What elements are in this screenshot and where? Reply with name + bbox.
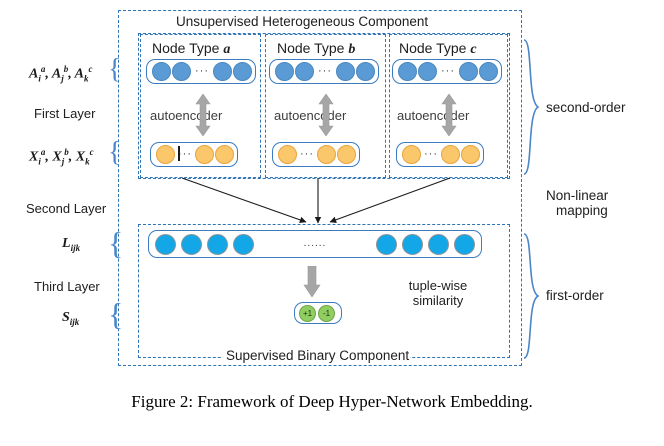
row-ellipsis: ···	[300, 148, 314, 160]
node-type-c-hidden-row: ···	[396, 142, 484, 167]
hidden-circle	[317, 145, 336, 164]
label-x-symbols: Xia, Xjb, Xkc	[29, 147, 94, 167]
tuple-wise-similarity-label: tuple-wise similarity	[398, 278, 478, 308]
label-first-layer: First Layer	[34, 106, 96, 121]
node-circle	[336, 62, 355, 81]
label-second-order: second-order	[546, 100, 626, 115]
nonlinear-mapping-arrows	[181, 177, 451, 224]
row-ellipsis: ···	[318, 65, 332, 77]
node-type-a-autoencoder-label: autoencoder	[150, 108, 223, 123]
embedding-circle	[454, 233, 475, 255]
label-non-linear-line2: mapping	[556, 203, 608, 218]
node-type-a-title-symbol: a	[223, 42, 231, 57]
node-type-a-title-prefix: Node Type	[152, 40, 220, 56]
node-type-a-input-row: ···	[146, 59, 256, 84]
node-type-b-hidden-row: ···	[272, 142, 360, 167]
tuple-wise-similarity-line1: tuple-wise	[408, 278, 468, 293]
node-type-c-input-row: ···	[392, 59, 502, 84]
supervised-label-backing	[222, 349, 410, 365]
embedding-circle	[428, 233, 449, 255]
node-circle	[152, 62, 171, 81]
hidden-circle	[337, 145, 356, 164]
hidden-circle	[461, 145, 480, 164]
figure-caption: Figure 2: Framework of Deep Hyper-Networ…	[131, 392, 533, 411]
brace-x-symbols: {	[108, 137, 122, 168]
node-circle	[398, 62, 417, 81]
node-type-a-title: Node Type a	[152, 40, 230, 58]
hidden-row-a-tick	[178, 146, 180, 161]
node-type-b-autoencoder-label: autoencoder	[274, 108, 347, 123]
label-non-linear-mapping: Non-linear mapping	[546, 188, 608, 218]
node-type-c-title-prefix: Node Type	[399, 40, 467, 56]
unsupervised-region	[138, 33, 510, 179]
brace-l-symbol: {	[108, 225, 124, 261]
autoencoder-double-arrow-a	[195, 94, 211, 136]
brace-second-order	[523, 39, 540, 175]
label-second-layer: Second Layer	[26, 201, 107, 216]
embedding-circle	[181, 233, 202, 255]
node-circle	[356, 62, 375, 81]
output-label-positive: +1	[299, 304, 316, 322]
node-circle	[213, 62, 232, 81]
brace-first-order	[523, 233, 540, 359]
node-type-b-panel	[265, 34, 386, 178]
node-type-b-title-prefix: Node Type	[277, 40, 345, 56]
embedding-row: ......	[148, 230, 482, 258]
outer-dashed-frame	[118, 10, 522, 366]
node-circle	[479, 62, 498, 81]
node-circle	[295, 62, 314, 81]
node-circle	[418, 62, 437, 81]
output-label-negative: -1	[318, 304, 335, 322]
node-circle	[275, 62, 294, 81]
tuple-wise-similarity-line2: similarity	[412, 293, 464, 308]
label-third-layer: Third Layer	[34, 279, 100, 294]
node-circle	[172, 62, 191, 81]
binary-output-box: +1 -1	[294, 302, 342, 324]
row-ellipsis: ···	[424, 148, 438, 160]
hidden-circle	[278, 145, 297, 164]
row-ellipsis: ···	[195, 65, 209, 77]
hidden-circle	[441, 145, 460, 164]
label-non-linear-line1: Non-linear	[546, 188, 609, 203]
hidden-circle	[156, 145, 175, 164]
node-type-b-input-row: ···	[269, 59, 379, 84]
brace-s-symbol: {	[108, 296, 124, 332]
node-type-c-title-symbol: c	[470, 42, 477, 57]
node-type-c-autoencoder-label: autoencoder	[397, 108, 470, 123]
embedding-circle	[155, 233, 176, 255]
similarity-down-arrow	[303, 266, 321, 298]
node-type-b-title-symbol: b	[348, 42, 356, 57]
label-l-symbol: Lijk	[62, 236, 81, 253]
hidden-circle	[195, 145, 214, 164]
hidden-circle	[215, 145, 234, 164]
label-s-symbol: Sijk	[62, 310, 80, 327]
label-a-symbols: Aia, Ajb, Akc	[29, 64, 93, 84]
autoencoder-double-arrow-b	[318, 94, 334, 136]
node-circle	[459, 62, 478, 81]
embedding-circle	[376, 233, 397, 255]
autoencoder-double-arrow-c	[441, 94, 457, 136]
unsupervised-component-label: Unsupervised Heterogeneous Component	[176, 14, 429, 29]
row-ellipsis: ···	[178, 148, 192, 160]
supervised-component-label: Supervised Binary Component	[226, 348, 410, 363]
node-type-a-panel	[140, 34, 261, 178]
node-type-c-title: Node Type c	[399, 40, 477, 58]
node-type-a-hidden-row: ···	[150, 142, 238, 167]
hidden-circle	[402, 145, 421, 164]
embedding-circle	[207, 233, 228, 255]
label-first-order: first-order	[546, 288, 604, 303]
node-type-c-panel	[389, 34, 508, 178]
node-circle	[233, 62, 252, 81]
brace-a-symbols: {	[108, 54, 122, 85]
node-type-b-title: Node Type b	[277, 40, 355, 58]
row-ellipsis: ···	[441, 65, 455, 77]
embedding-circle	[402, 233, 423, 255]
embedding-row-ellipsis: ......	[303, 238, 327, 249]
embedding-circle	[233, 233, 254, 255]
